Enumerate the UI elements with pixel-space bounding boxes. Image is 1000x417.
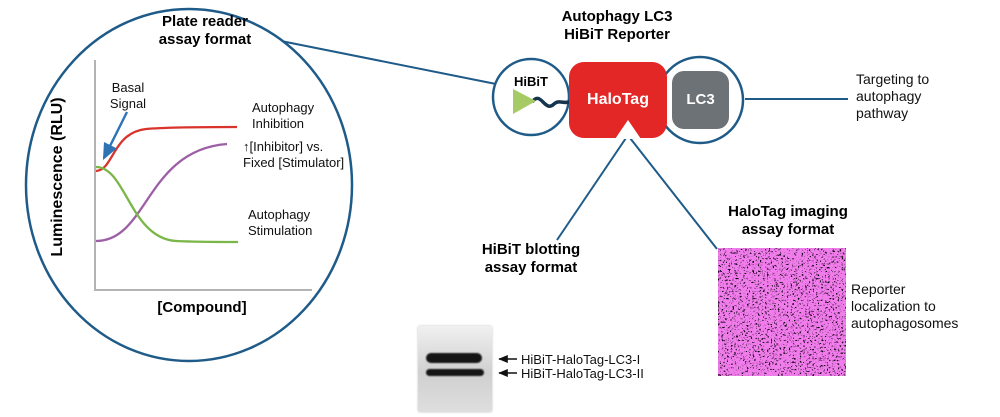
- basal-signal-label: Basal Signal: [109, 80, 147, 111]
- plate-reader-title: Plate reader assay format: [158, 13, 252, 49]
- halotag-notch: [615, 120, 641, 139]
- connector-halotag-to-blot: [556, 137, 627, 241]
- inhibitor-vs-stimulator-note: ↑[Inhibitor] vs. Fixed [Stimulator]: [243, 139, 345, 170]
- western-blot-image: [418, 326, 492, 412]
- connector-circle-to-hibit: [280, 40, 497, 85]
- lc3-label: LC3: [686, 91, 715, 108]
- lc3-box: [672, 71, 729, 129]
- plate-reader-circle: [24, 7, 354, 363]
- stimulation-curve: [95, 165, 239, 244]
- hibit-triangle-icon: [513, 89, 536, 114]
- blot-band-lc3-ii: [426, 369, 484, 376]
- autophagy-inhibition-label: Autophagy Inhibition: [252, 100, 315, 131]
- blot-band-label-2: HiBiT-HaloTag-LC3-II: [521, 366, 644, 381]
- hibit-circle: [491, 57, 571, 137]
- inhibition-curve: [95, 125, 238, 173]
- chart-axes: [94, 60, 312, 291]
- x-axis-label: [Compound]: [157, 299, 247, 316]
- halotag-imaging-micrograph: [718, 248, 846, 376]
- reporter-title: Autophagy LC3 HiBiT Reporter: [561, 8, 673, 44]
- inhibitor-titration-curve: [95, 142, 228, 243]
- blotting-title: HiBiT blotting assay format: [481, 241, 581, 277]
- blot-band-lc3-i: [426, 353, 482, 363]
- basal-signal-arrow: [102, 111, 129, 161]
- hibit-label: HiBiT: [514, 74, 548, 89]
- imaging-title: HaloTag imaging assay format: [728, 203, 848, 239]
- halotag-box: [569, 62, 667, 138]
- linker-squiggle: [531, 96, 574, 108]
- y-axis-label: Luminescence (RLU): [49, 97, 67, 257]
- connector-halotag-to-imaging: [629, 137, 718, 250]
- blot-band-label-1: HiBiT-HaloTag-LC3-I: [521, 352, 641, 367]
- targeting-caption: Targeting to autophagy pathway: [856, 71, 930, 122]
- localization-caption: Reporter localization to autophagosomes: [851, 281, 959, 332]
- autophagy-stimulation-label: Autophagy Stimulation: [248, 207, 313, 238]
- halotag-label: HaloTag: [587, 91, 649, 108]
